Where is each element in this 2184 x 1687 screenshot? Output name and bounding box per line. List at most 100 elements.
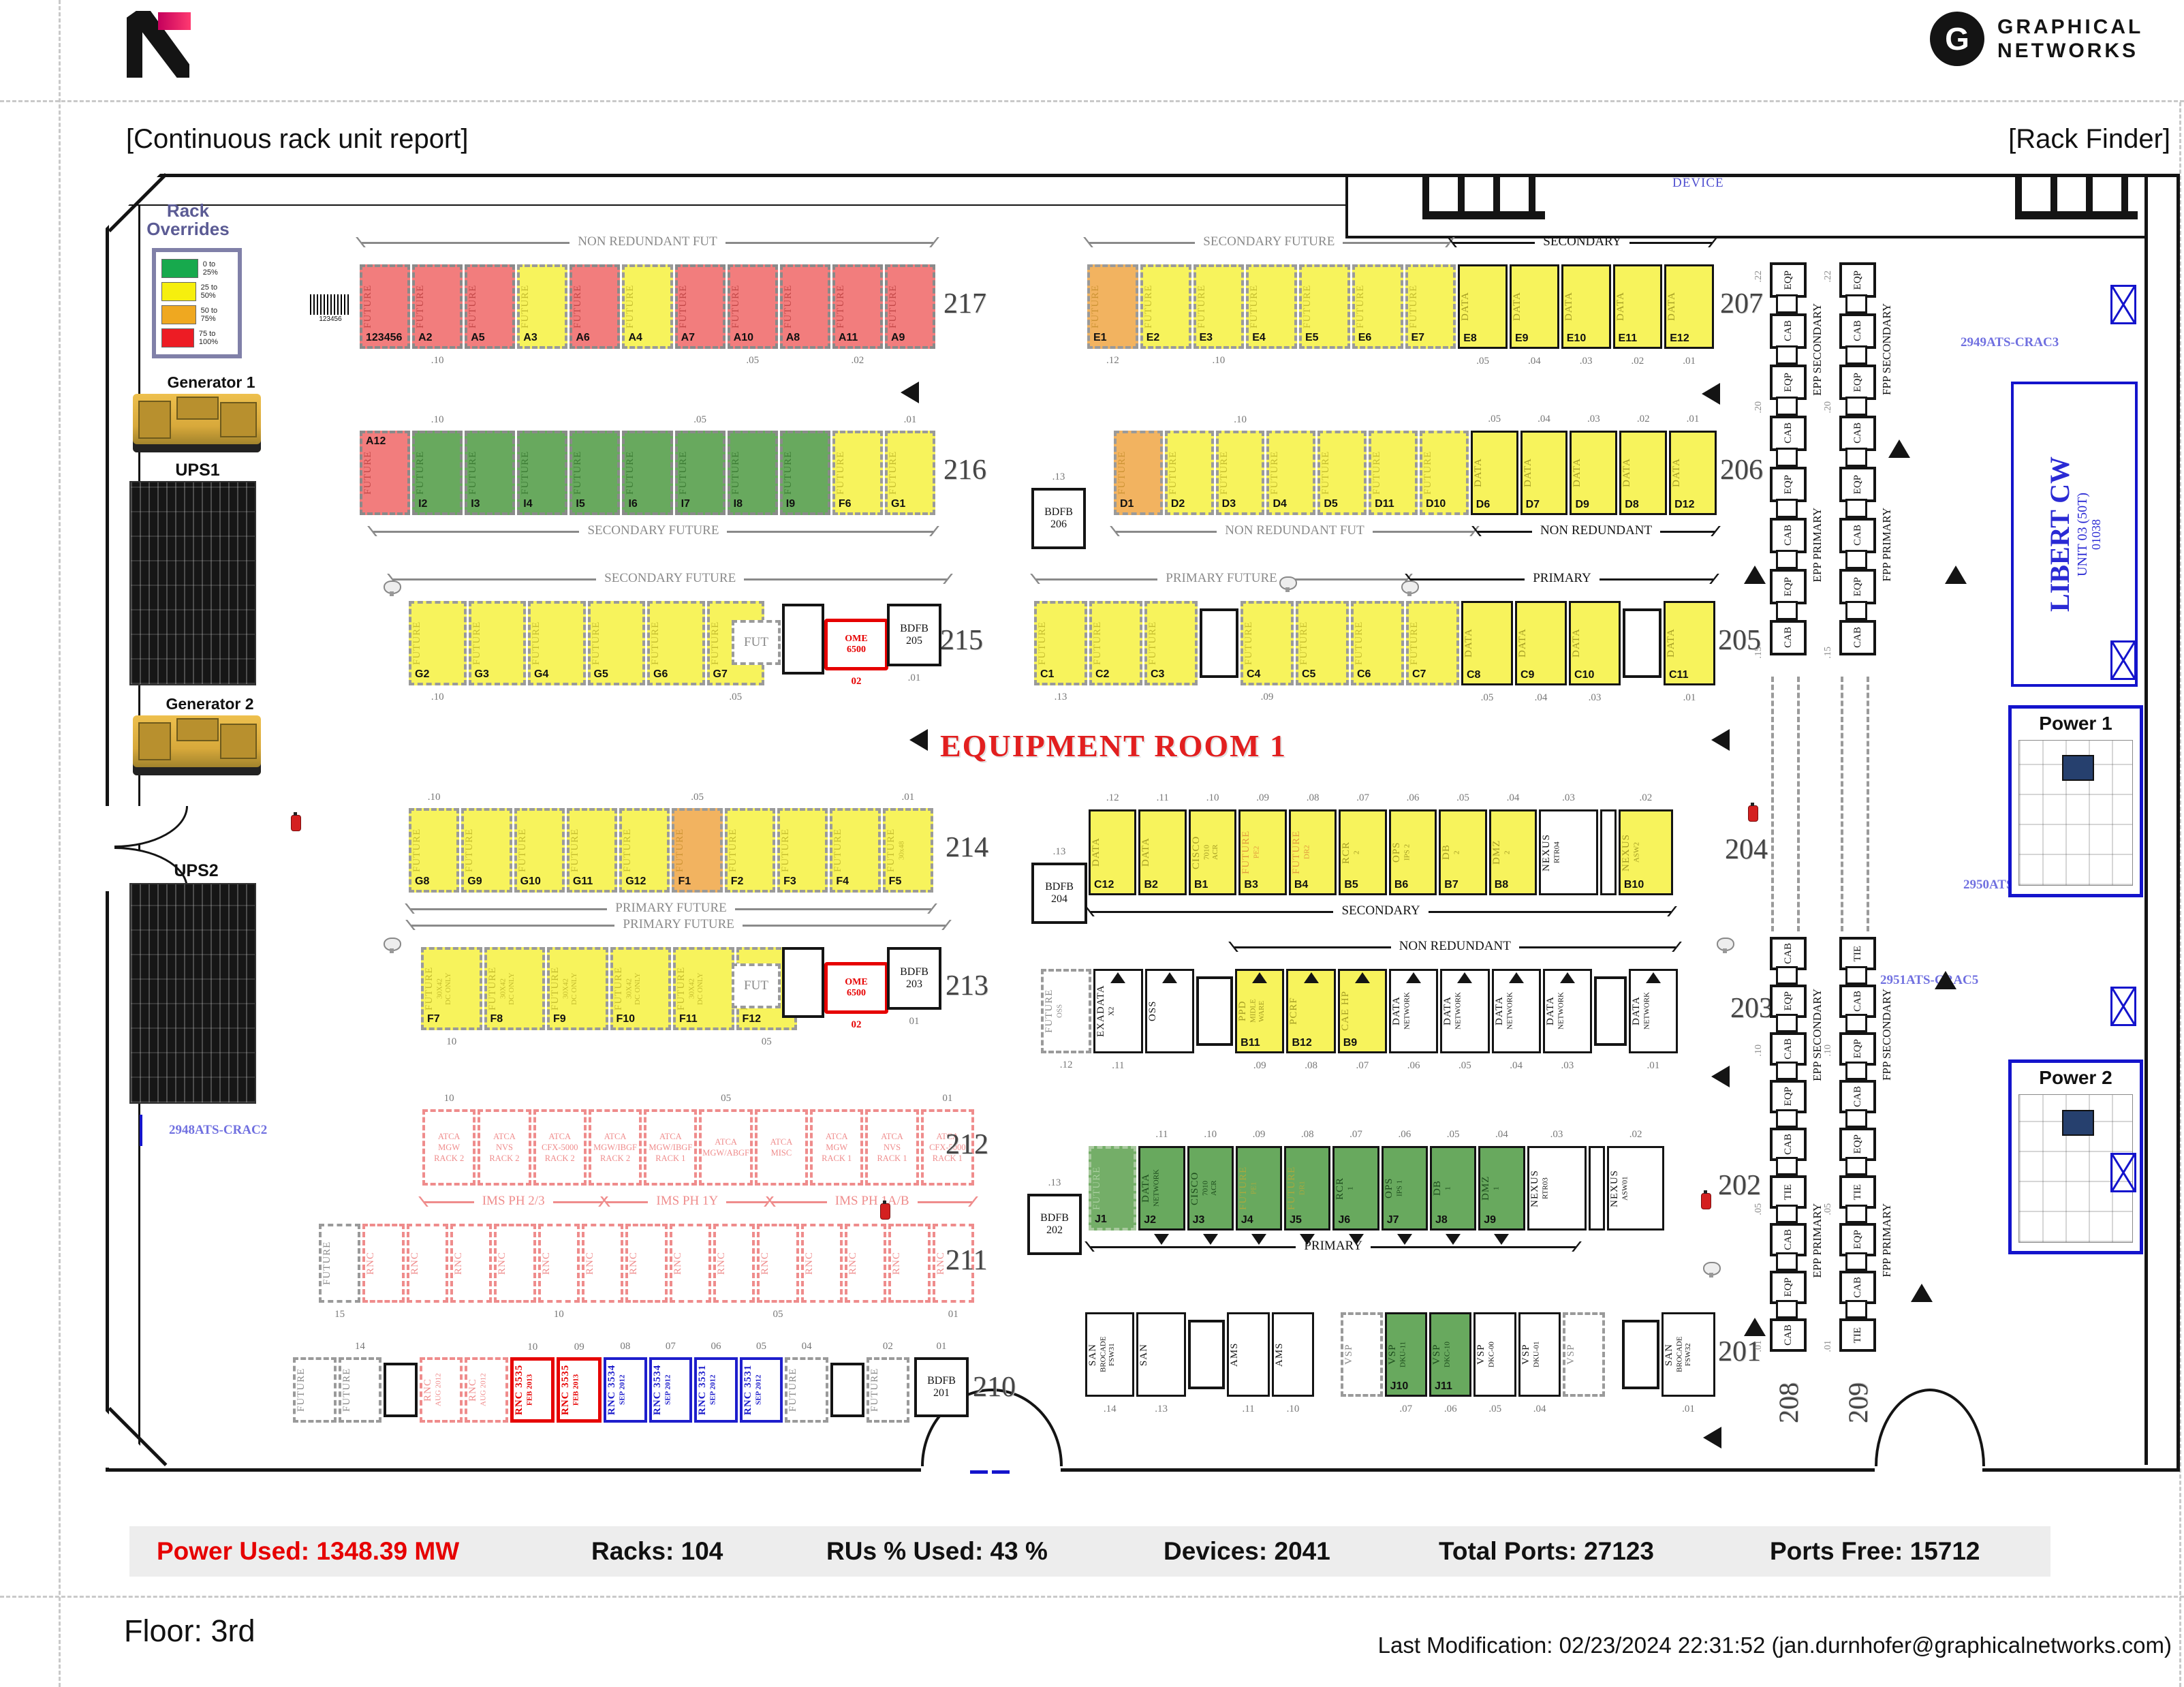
rack[interactable]: [1594, 976, 1627, 1047]
box-blank[interactable]: [782, 947, 824, 1018]
column-box-eqp[interactable]: EQP: [1839, 1223, 1876, 1256]
rack-finder-link[interactable]: [Rack Finder]: [2008, 124, 2170, 154]
column-box-cab[interactable]: CAB: [1839, 1271, 1876, 1304]
column-box-cab[interactable]: CAB: [1770, 313, 1807, 349]
rack-rnc 3531-sep 2012[interactable]: RNC 3531SEP 201205: [739, 1341, 783, 1423]
column-box-tie[interactable]: TIE: [1770, 1175, 1807, 1209]
rack-oss[interactable]: OSS: [1144, 969, 1194, 1053]
column-box-eqp[interactable]: EQP: [1770, 262, 1807, 298]
rack-rnc 3534-sep 2012[interactable]: RNC 3534SEP 201207: [649, 1341, 693, 1423]
rack-rnc 3535-feb 2013[interactable]: RNC 3535FEB 201310: [510, 1342, 555, 1423]
power1-unit[interactable]: Power 1: [2008, 705, 2143, 897]
rack-vsp[interactable]: VSP: [1563, 1312, 1605, 1397]
rack[interactable]: [384, 1363, 418, 1417]
column-box-cab[interactable]: CAB: [1770, 1223, 1807, 1256]
column-box-cab[interactable]: CAB: [1839, 985, 1876, 1018]
column-box-eqp[interactable]: EQP: [1839, 569, 1876, 604]
rack[interactable]: [1623, 608, 1662, 679]
rack-ams[interactable]: AMS.11: [1227, 1312, 1270, 1414]
rack-atca-mgw/ibgf-rack 1[interactable]: ATCAMGW/IBGFRACK 1: [644, 1109, 698, 1186]
power2-unit[interactable]: Power 2: [2008, 1059, 2143, 1254]
box-fut[interactable]: FUT: [732, 620, 781, 665]
rack-future[interactable]: FUTURE: [293, 1357, 337, 1423]
rack-atca-mgw-rack 2[interactable]: ATCAMGWRACK 210: [422, 1093, 476, 1186]
rack[interactable]: [1200, 608, 1238, 679]
column-box-eqp[interactable]: EQP: [1770, 365, 1807, 400]
rack-rnc-aug 2012[interactable]: RNCAUG 2012: [465, 1357, 508, 1423]
rack-rnc[interactable]: RNC: [888, 1224, 931, 1303]
rack-rnc[interactable]: RNC: [669, 1224, 711, 1303]
rack-rnc[interactable]: RNC: [362, 1224, 405, 1303]
rack-rnc[interactable]: RNC: [800, 1224, 843, 1303]
column-box-cab[interactable]: CAB: [1770, 1128, 1807, 1161]
rack[interactable]: [1600, 809, 1617, 895]
column-box-cab[interactable]: CAB: [1839, 313, 1876, 349]
rack-rnc[interactable]: RNC: [581, 1224, 624, 1303]
generator2-image[interactable]: [133, 715, 261, 775]
column-box-cab[interactable]: CAB: [1770, 518, 1807, 553]
rack[interactable]: [830, 1363, 864, 1417]
column-box-eqp[interactable]: EQP: [1839, 1032, 1876, 1066]
rack-rnc[interactable]: RNC: [406, 1224, 448, 1303]
